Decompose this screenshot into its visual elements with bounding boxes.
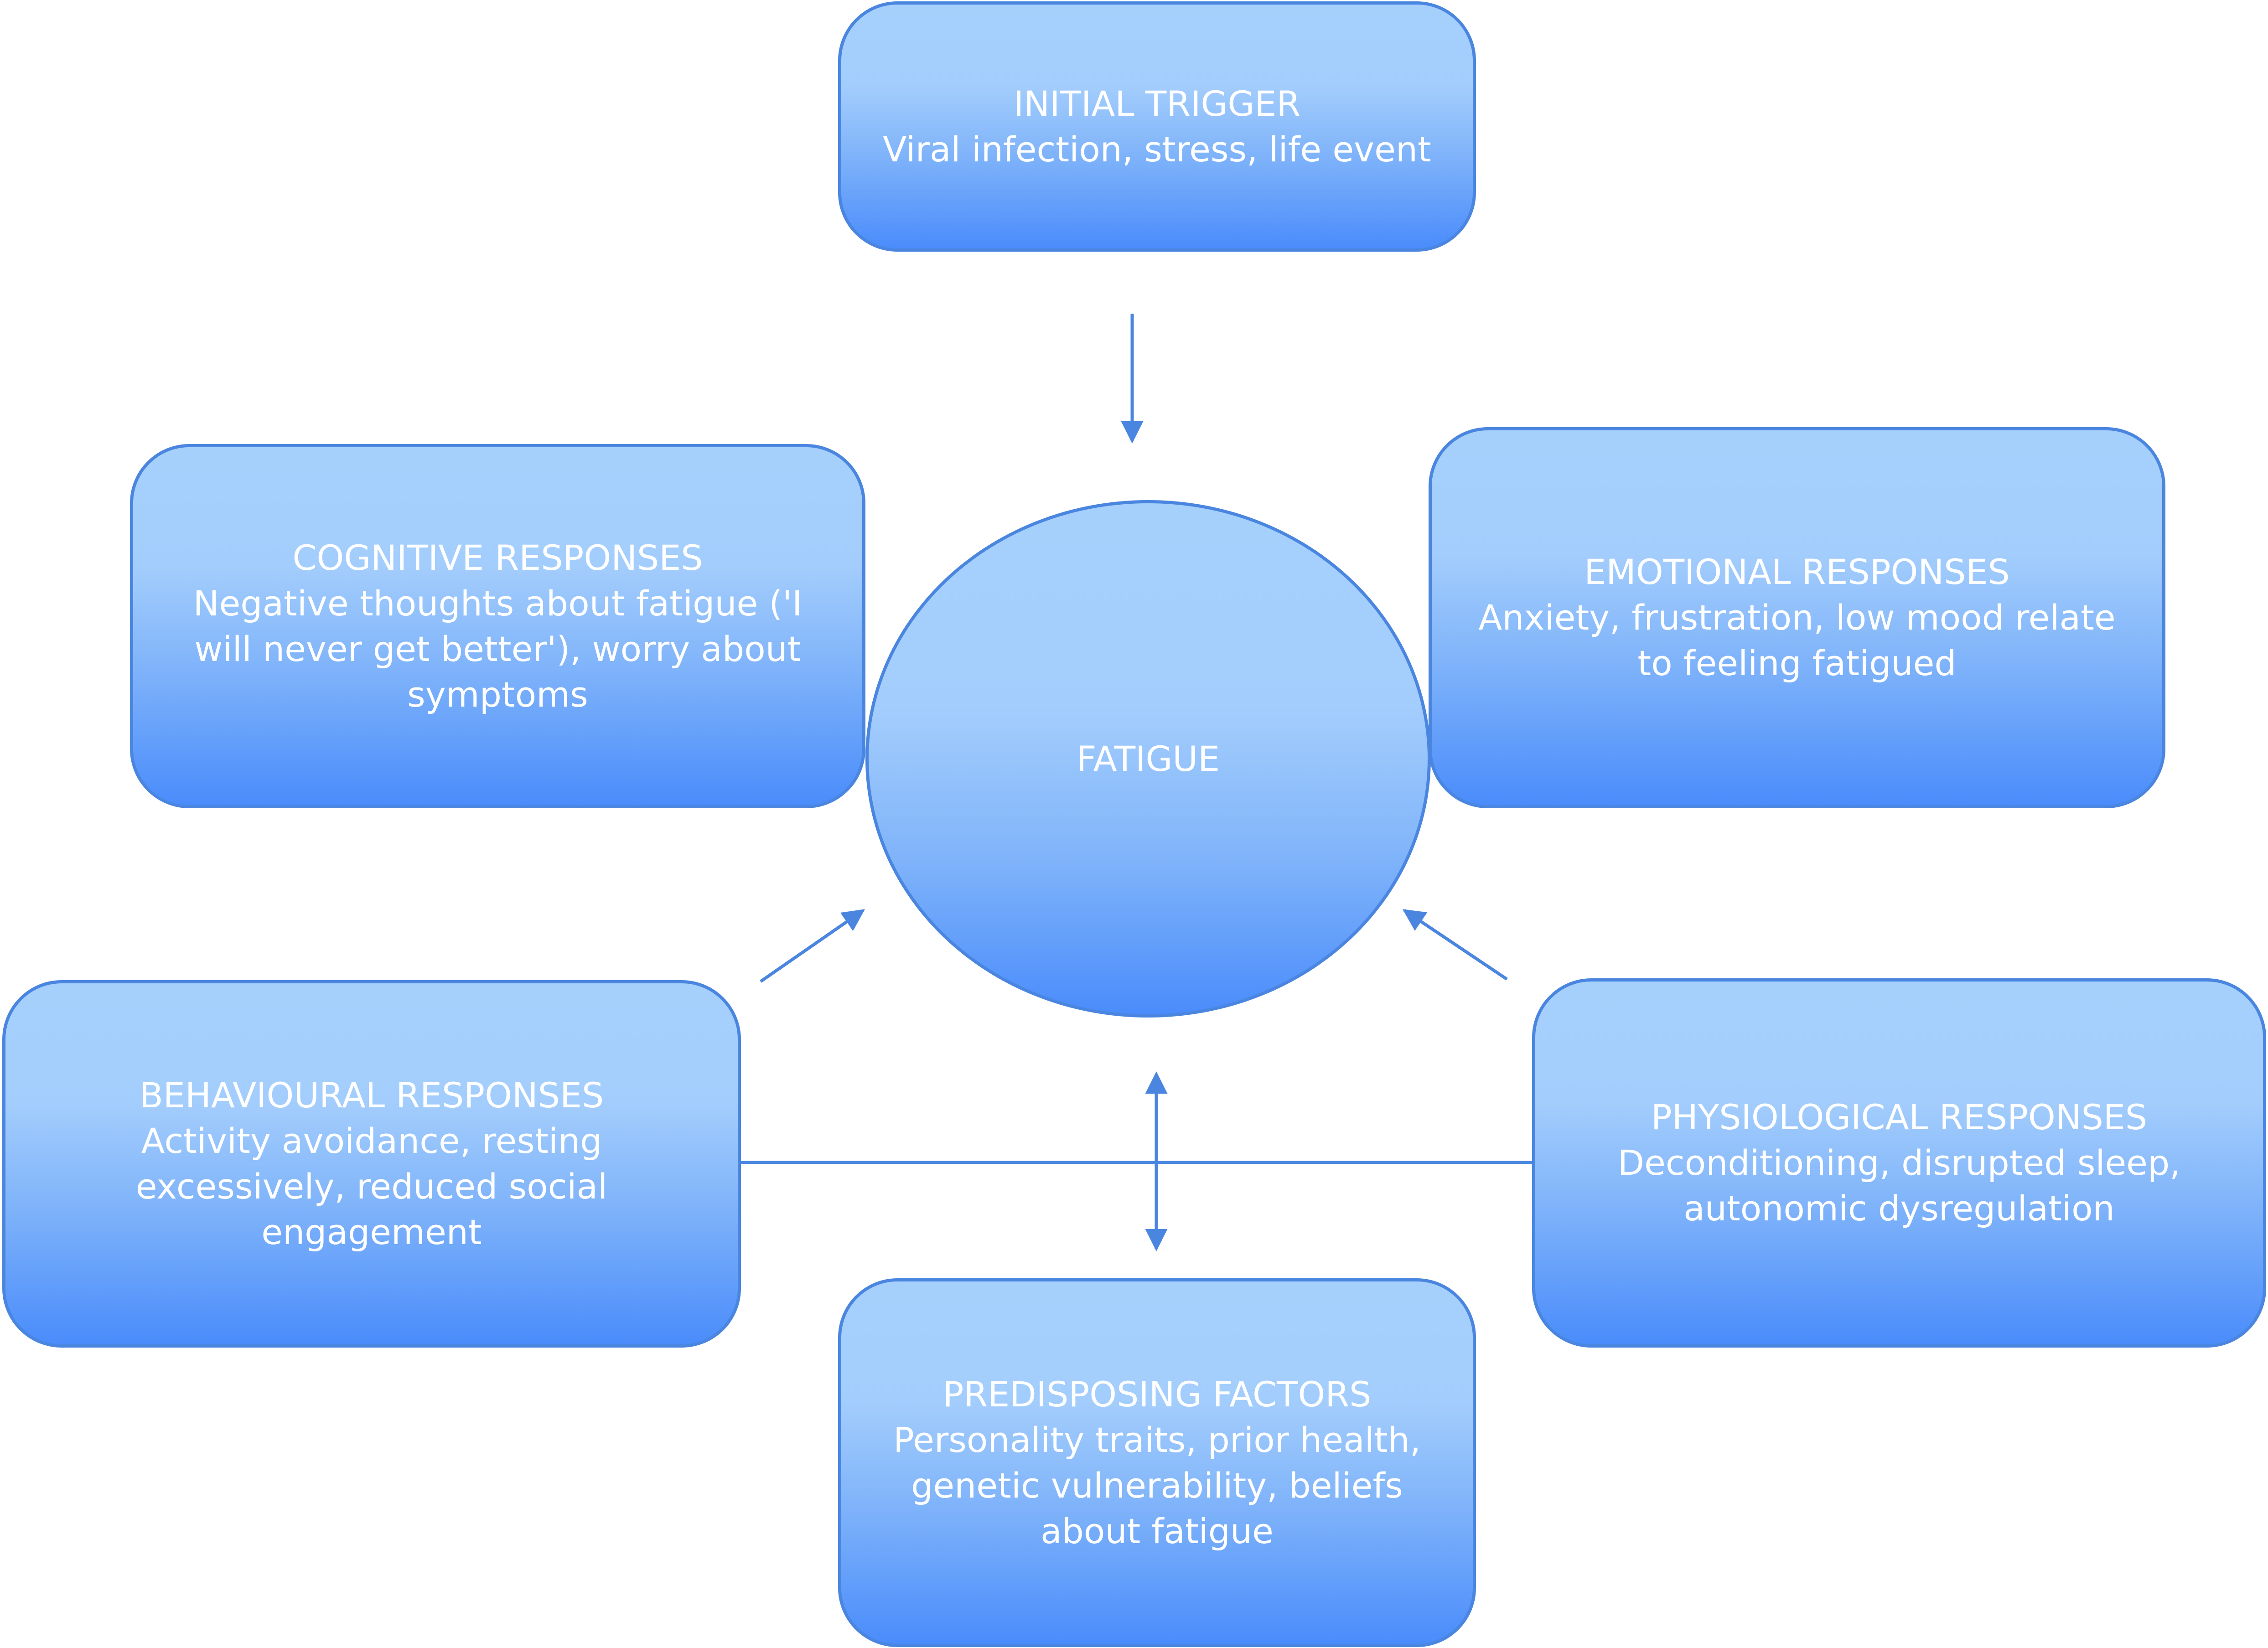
predisposing-factors-title: PREDISPOSING FACTORS xyxy=(942,1374,1372,1415)
fatigue-ellipse: FATIGUE xyxy=(865,500,1431,1018)
emotional-responses-box: EMOTIONAL RESPONSES Anxiety, frustration… xyxy=(1429,427,2165,808)
predisposing-factors-description: Personality traits, prior health, geneti… xyxy=(893,1419,1421,1551)
physiological-responses-description: Deconditioning, disrupted sleep, autonom… xyxy=(1617,1142,2181,1229)
physiological-to-fatigue-arrow xyxy=(1402,909,1508,981)
behavioural-to-fatigue-arrow xyxy=(760,909,865,983)
initial-trigger-description: Viral infection, stress, life event xyxy=(883,129,1431,170)
physiological-responses-title: PHYSIOLOGICAL RESPONSES xyxy=(1651,1097,2148,1137)
fatigue-label: FATIGUE xyxy=(1076,738,1220,779)
initial-trigger-box: INITIAL TRIGGER Viral infection, stress,… xyxy=(838,1,1476,252)
cognitive-responses-box: COGNITIVE RESPONSES Negative thoughts ab… xyxy=(130,444,865,808)
emotional-responses-description: Anxiety, frustration, low mood relate to… xyxy=(1478,597,2116,683)
cognitive-responses-description: Negative thoughts about fatigue ('I will… xyxy=(193,583,803,715)
emotional-responses-title: EMOTIONAL RESPONSES xyxy=(1584,552,2010,592)
predisposing-factors-box: PREDISPOSING FACTORS Personality traits,… xyxy=(838,1278,1476,1647)
initial-trigger-title: INITIAL TRIGGER xyxy=(1013,83,1301,124)
physiological-responses-box: PHYSIOLOGICAL RESPONSES Deconditioning, … xyxy=(1532,978,2266,1348)
behavioural-responses-description: Activity avoidance, resting excessively,… xyxy=(135,1121,608,1252)
cognitive-responses-title: COGNITIVE RESPONSES xyxy=(292,537,703,578)
behavioural-responses-title: BEHAVIOURAL RESPONSES xyxy=(139,1075,604,1116)
behavioural-responses-box: BEHAVIOURAL RESPONSES Activity avoidance… xyxy=(2,980,741,1348)
